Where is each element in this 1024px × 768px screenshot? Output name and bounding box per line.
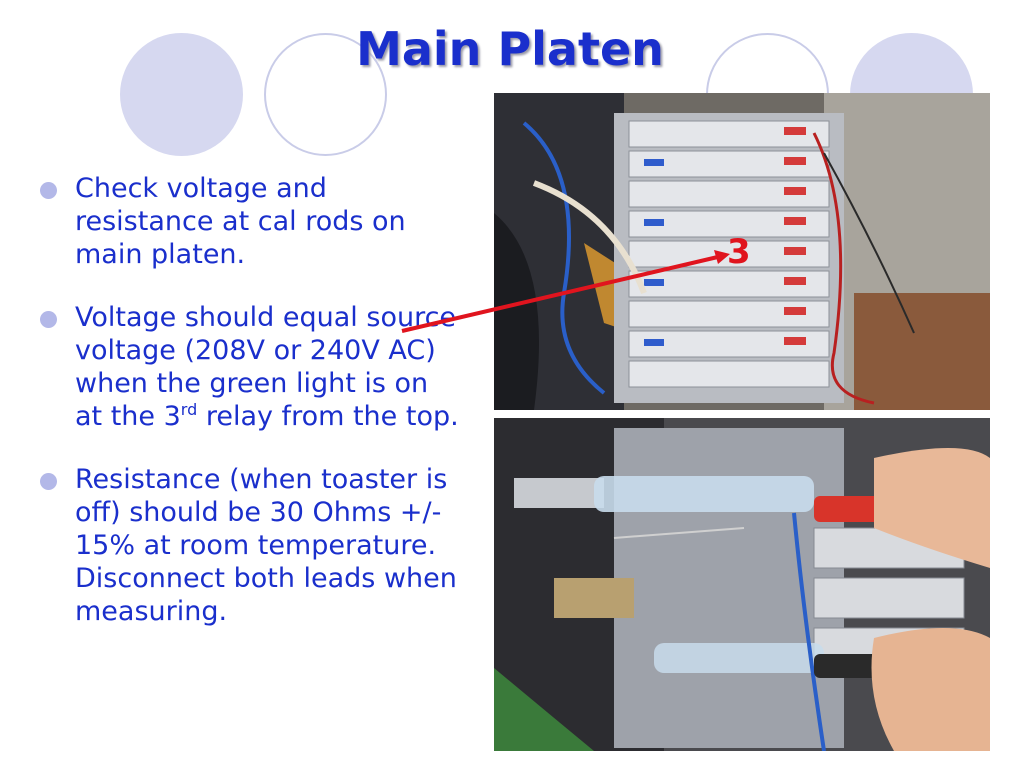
ordinal-superscript: rd bbox=[180, 400, 198, 419]
relay-number-label: 3 bbox=[727, 232, 751, 272]
bullet-item: Voltage should equal source voltage (208… bbox=[40, 301, 460, 433]
bullet-item: Resistance (when toaster is off) should … bbox=[40, 463, 460, 628]
decorative-circle bbox=[120, 33, 243, 156]
bullet-list: Check voltage and resistance at cal rods… bbox=[40, 172, 460, 658]
bullet-text: Check voltage and resistance at cal rods… bbox=[75, 173, 406, 270]
bullet-text: Resistance (when toaster is off) should … bbox=[75, 464, 457, 627]
bullet-dot-icon bbox=[40, 311, 57, 328]
multimeter-probe-photo bbox=[494, 418, 990, 751]
bullet-text: Voltage should equal source voltage (208… bbox=[75, 302, 457, 432]
bullet-dot-icon bbox=[40, 473, 57, 490]
bullet-item: Check voltage and resistance at cal rods… bbox=[40, 172, 460, 271]
bullet-dot-icon bbox=[40, 182, 57, 199]
decorative-ring bbox=[264, 33, 387, 156]
bullet-text-continued: relay from the top. bbox=[197, 401, 459, 432]
relay-bank-photo bbox=[494, 93, 990, 410]
slide-title: Main Platen bbox=[356, 22, 664, 76]
